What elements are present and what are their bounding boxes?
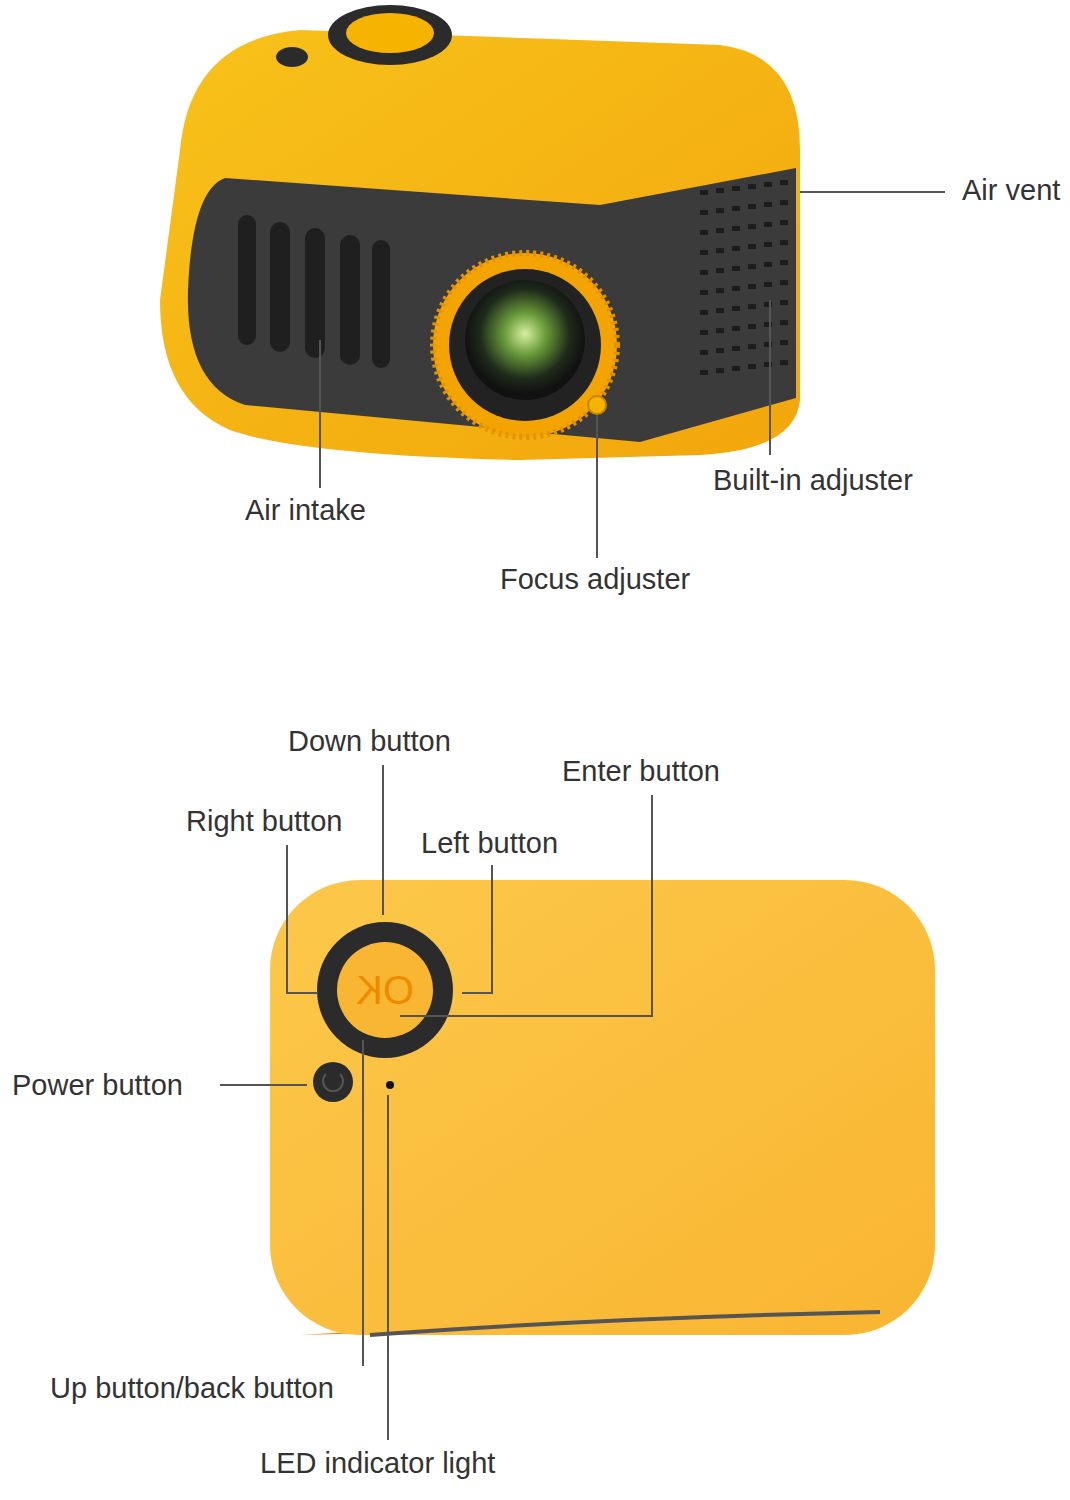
button-marking: OK <box>337 966 433 1014</box>
part-label: Air intake <box>245 492 366 528</box>
part-label: Down button <box>288 723 451 759</box>
part-label: Focus adjuster <box>500 561 690 597</box>
part-label: Air vent <box>962 172 1060 208</box>
projector-top-view <box>270 880 935 1335</box>
projector-3d <box>160 5 800 460</box>
part-label: Right button <box>186 803 342 839</box>
part-label: Power button <box>12 1067 183 1103</box>
part-label: Up button/back button <box>50 1370 334 1406</box>
part-label: LED indicator light <box>260 1445 495 1481</box>
part-label: Left button <box>421 825 558 861</box>
part-label: Built-in adjuster <box>713 462 913 498</box>
part-label: Enter button <box>562 753 720 789</box>
